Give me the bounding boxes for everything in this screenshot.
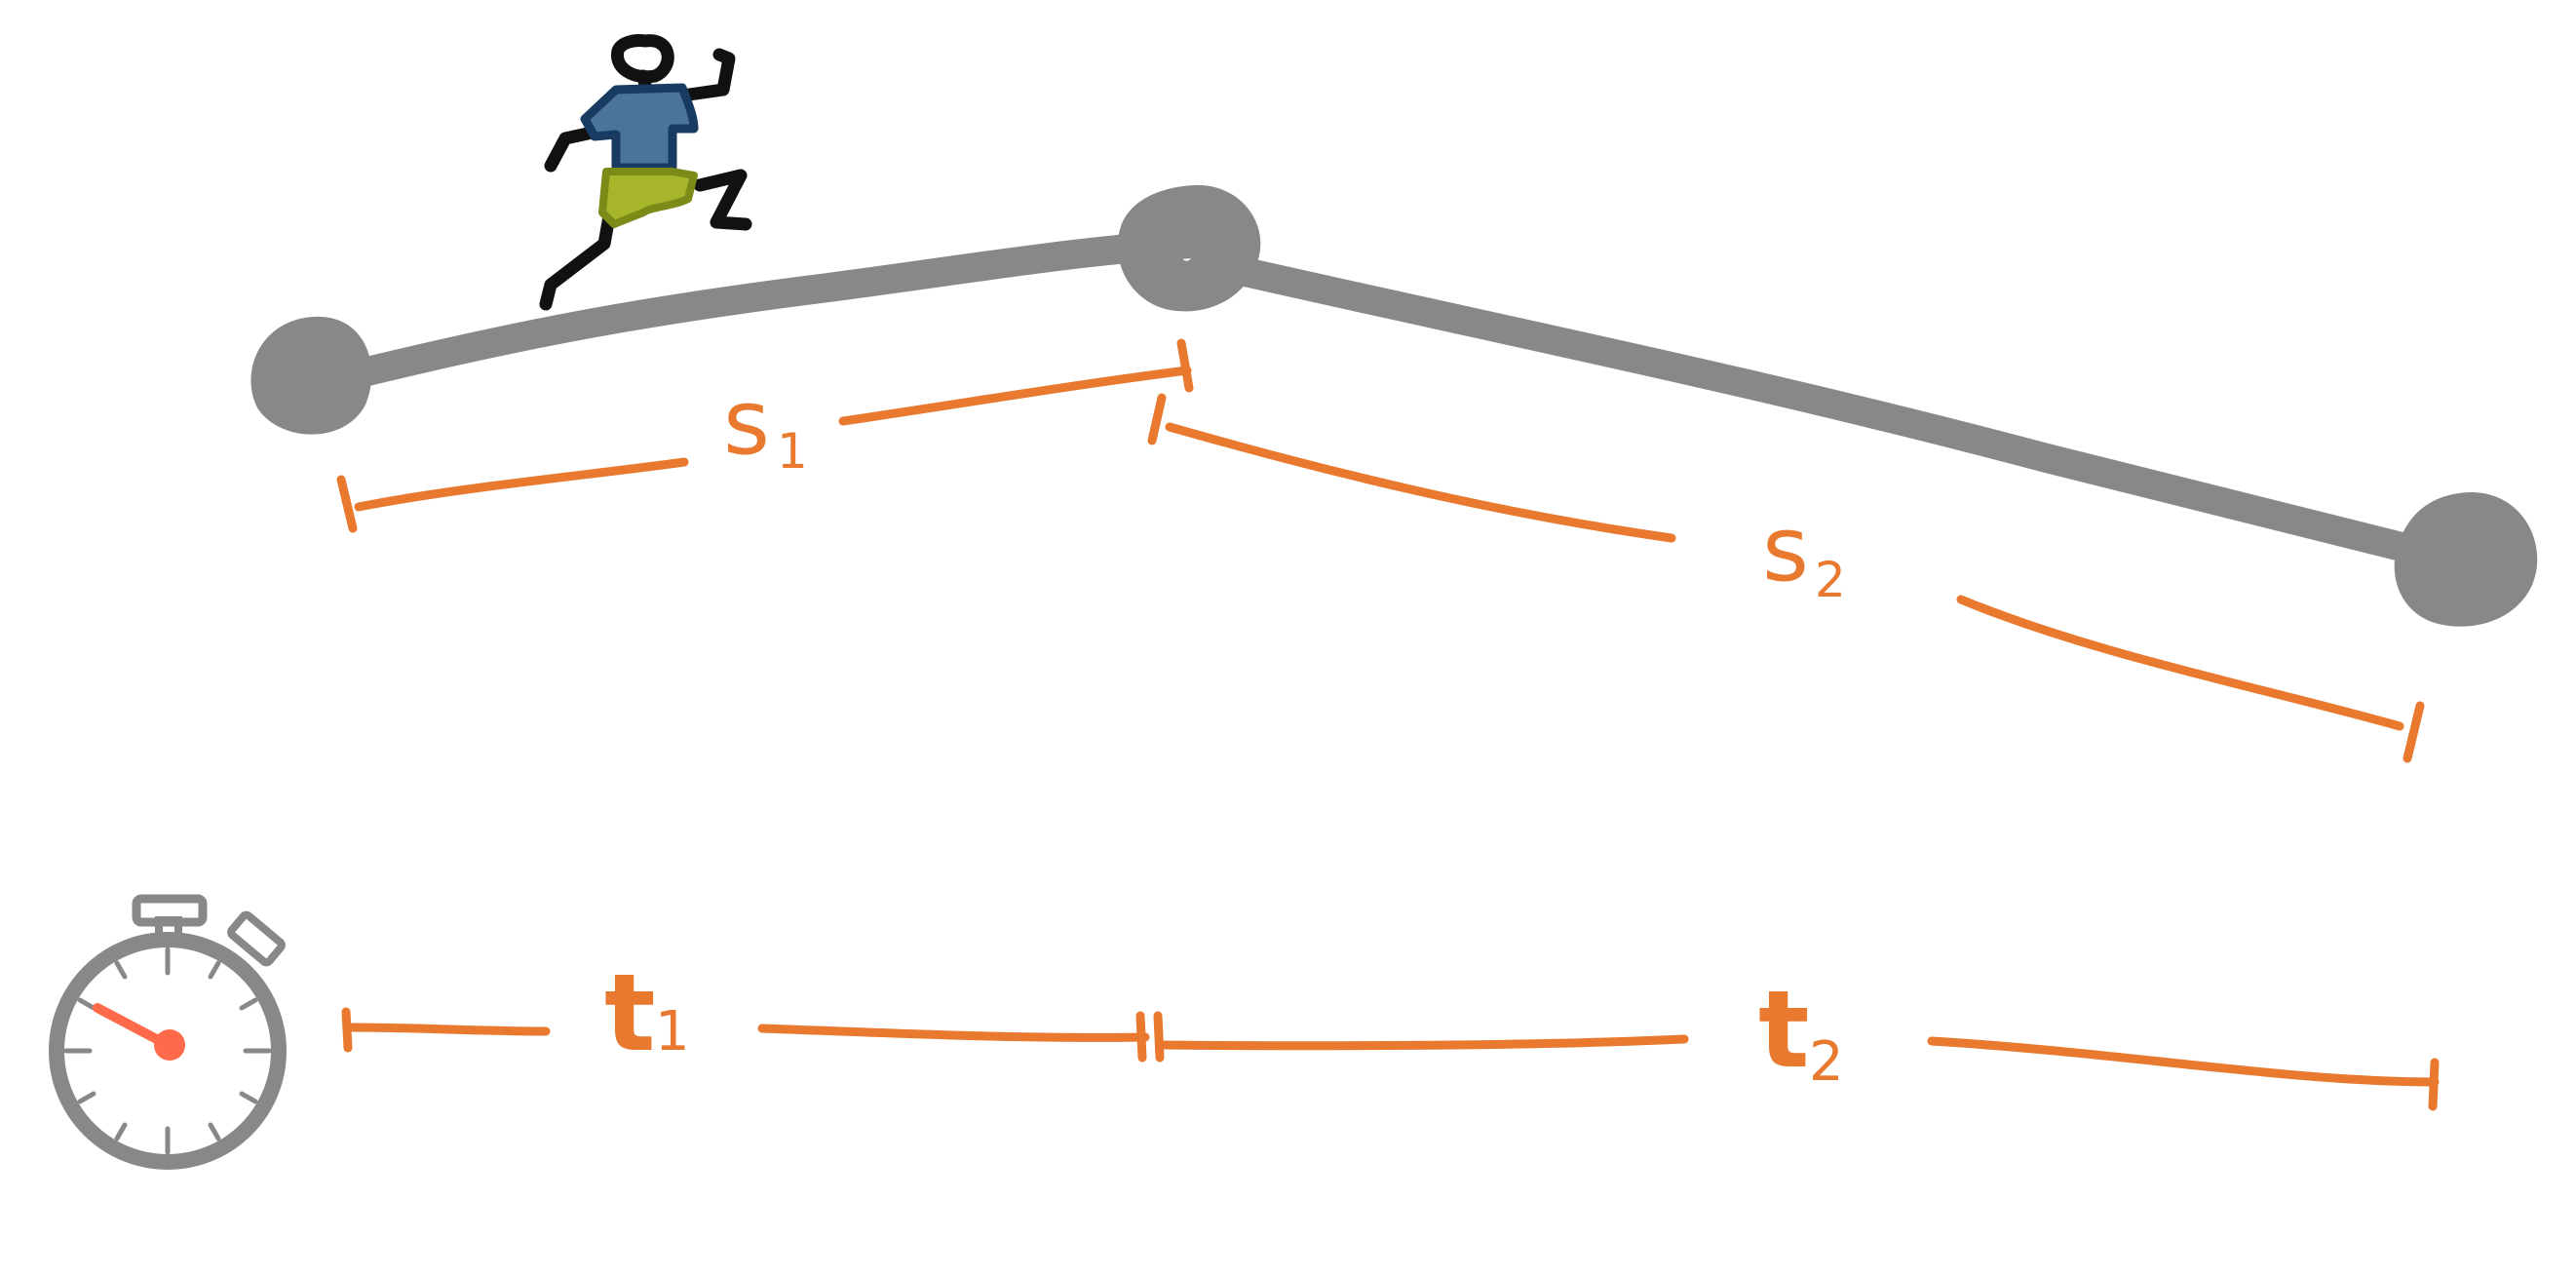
distance-label-2: s <box>1762 497 1809 601</box>
time-line-2a <box>1162 1039 1684 1046</box>
distance-dimension-2: s 2 <box>1152 398 2420 758</box>
time-line-2b <box>1932 1041 2435 1082</box>
runner-arm-front <box>682 55 729 96</box>
runner-shirt <box>585 88 694 168</box>
time-label-2: t <box>1758 967 1810 1092</box>
distance-tick-end-1 <box>1181 343 1189 388</box>
time-sub-2: 2 <box>1809 1030 1844 1094</box>
runner-icon <box>546 40 746 304</box>
distance-line-1a <box>359 462 684 507</box>
time-tick-start-2 <box>1158 1016 1160 1058</box>
waypoint-node <box>1118 185 1261 311</box>
distance-line-2a <box>1170 427 1672 538</box>
runner-shorts <box>602 172 694 224</box>
time-dimension-1: t 1 <box>346 950 1145 1075</box>
route-segment-2 <box>1228 268 2437 556</box>
distance-tick-start-2 <box>1152 398 1162 441</box>
time-tick-end-2 <box>2433 1063 2435 1106</box>
distance-label-1: s <box>723 370 770 475</box>
time-label-1: t <box>604 950 656 1075</box>
runner-leg-front <box>700 175 746 224</box>
time-tick-end-1 <box>1140 1016 1142 1058</box>
distance-sub-2: 2 <box>1815 552 1846 608</box>
end-node <box>2395 492 2538 627</box>
distance-tick-start-1 <box>341 480 353 528</box>
stopwatch-hub <box>154 1029 185 1061</box>
distance-dimension-1: s 1 <box>341 343 1189 528</box>
time-dimension-2: t 2 <box>1158 967 2435 1106</box>
time-line-1b <box>762 1028 1145 1037</box>
runner-arm-back <box>551 132 596 166</box>
time-sub-1: 1 <box>655 1000 690 1063</box>
distance-line-2b <box>1961 599 2400 726</box>
route-segment-1 <box>312 244 1194 385</box>
time-line-1a <box>351 1027 546 1031</box>
runner-leg-back <box>546 216 609 304</box>
stopwatch-icon <box>57 899 284 1162</box>
distance-sub-1: 1 <box>777 423 808 480</box>
distance-tick-end-2 <box>2407 706 2420 758</box>
distance-line-1b <box>843 370 1187 421</box>
